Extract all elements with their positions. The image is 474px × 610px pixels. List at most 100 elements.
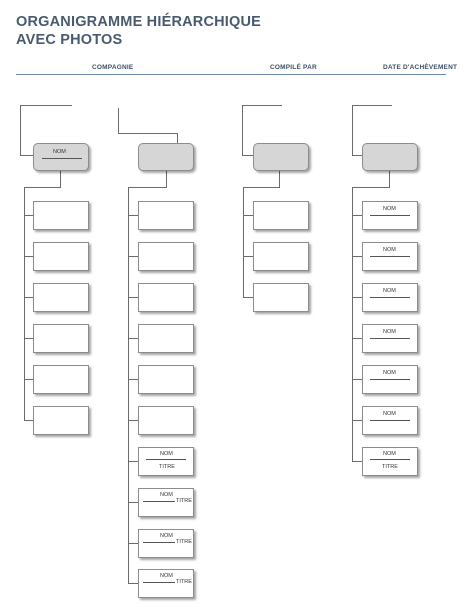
title-label: TITRE xyxy=(176,579,192,585)
head-node[interactable]: NOM xyxy=(33,143,89,171)
title-label: TITRE xyxy=(382,464,398,470)
name-label: NOM xyxy=(383,370,396,376)
name-line xyxy=(370,459,410,460)
name-line xyxy=(370,338,410,339)
member-card[interactable] xyxy=(138,242,194,271)
connector xyxy=(352,256,362,257)
connector xyxy=(128,583,138,584)
header-divider xyxy=(16,74,446,75)
connector xyxy=(24,297,33,298)
member-card[interactable] xyxy=(253,242,309,271)
connector xyxy=(20,105,21,156)
connector xyxy=(20,105,72,106)
connector xyxy=(24,338,33,339)
connector xyxy=(24,420,33,421)
title-line xyxy=(143,501,175,502)
connector xyxy=(279,171,280,187)
name-label: NOM xyxy=(383,411,396,417)
connector xyxy=(352,338,362,339)
title-label: TITRE xyxy=(176,498,192,504)
company-label: COMPAGNIE xyxy=(92,64,134,71)
title-line xyxy=(143,542,175,543)
completion-date-label: DATE D'ACHÈVEMENT xyxy=(383,64,458,71)
connector xyxy=(24,256,33,257)
member-card[interactable] xyxy=(33,242,89,271)
member-card[interactable] xyxy=(253,201,309,230)
member-card[interactable] xyxy=(138,324,194,353)
member-card[interactable] xyxy=(33,324,89,353)
member-card[interactable]: NOM xyxy=(362,201,418,230)
title-line-2: AVEC PHOTOS xyxy=(16,32,123,48)
page-title: ORGANIGRAMME HIÉRARCHIQUE AVEC PHOTOS xyxy=(16,13,261,49)
head-node[interactable] xyxy=(138,143,194,171)
member-card[interactable]: NOM xyxy=(362,283,418,312)
connector xyxy=(243,187,244,298)
connector xyxy=(242,105,243,156)
member-card[interactable] xyxy=(138,365,194,394)
connector xyxy=(166,171,167,187)
member-card[interactable] xyxy=(138,283,194,312)
member-card[interactable]: NOM TITRE xyxy=(362,447,418,476)
member-card[interactable] xyxy=(33,365,89,394)
connector xyxy=(352,187,353,462)
connector xyxy=(352,155,362,156)
connector xyxy=(243,187,280,188)
member-card[interactable]: NOM xyxy=(362,324,418,353)
member-card[interactable]: NOM xyxy=(362,365,418,394)
name-label: NOM xyxy=(383,329,396,335)
connector xyxy=(243,256,253,257)
name-line xyxy=(370,420,410,421)
connector xyxy=(128,543,138,544)
name-label: NOM xyxy=(160,451,173,457)
connector xyxy=(243,215,253,216)
head-node[interactable] xyxy=(362,143,418,171)
connector xyxy=(128,338,138,339)
title-label: TITRE xyxy=(159,464,175,470)
title-line xyxy=(143,582,175,583)
member-card[interactable] xyxy=(138,201,194,230)
connector xyxy=(24,379,33,380)
connector xyxy=(352,379,362,380)
connector xyxy=(352,461,362,462)
name-label: NOM xyxy=(160,533,173,539)
connector xyxy=(128,215,138,216)
member-card[interactable] xyxy=(33,201,89,230)
head-node[interactable] xyxy=(253,143,309,171)
name-label: NOM xyxy=(160,492,173,498)
name-label: NOM xyxy=(383,206,396,212)
connector xyxy=(389,171,390,187)
connector xyxy=(118,133,178,134)
connector xyxy=(20,155,33,156)
name-line xyxy=(370,215,410,216)
connector xyxy=(128,502,138,503)
member-card[interactable]: NOM xyxy=(362,406,418,435)
connector xyxy=(60,171,61,187)
name-label: NOM xyxy=(383,451,396,457)
member-card[interactable]: NOM xyxy=(362,242,418,271)
connector xyxy=(24,187,61,188)
connector xyxy=(242,155,253,156)
connector xyxy=(24,215,33,216)
title-line-1: ORGANIGRAMME HIÉRARCHIQUE xyxy=(16,14,262,30)
name-line xyxy=(370,297,410,298)
connector xyxy=(352,105,392,106)
member-card[interactable]: NOM TITRE xyxy=(138,447,194,476)
connector xyxy=(118,108,119,134)
member-card[interactable] xyxy=(33,406,89,435)
member-card[interactable]: NOM TITRE xyxy=(138,569,194,598)
connector xyxy=(24,187,25,421)
name-label: NOM xyxy=(383,247,396,253)
member-card[interactable] xyxy=(138,406,194,435)
name-label: NOM xyxy=(160,573,173,579)
member-card[interactable]: NOM TITRE xyxy=(138,529,194,558)
connector xyxy=(128,379,138,380)
connector xyxy=(352,420,362,421)
member-card[interactable] xyxy=(33,283,89,312)
connector xyxy=(128,420,138,421)
name-line xyxy=(146,459,186,460)
member-card[interactable] xyxy=(253,283,309,312)
connector xyxy=(128,256,138,257)
connector xyxy=(352,105,353,156)
compiled-by-label: COMPILÉ PAR xyxy=(270,64,317,71)
member-card[interactable]: NOM TITRE xyxy=(138,488,194,517)
